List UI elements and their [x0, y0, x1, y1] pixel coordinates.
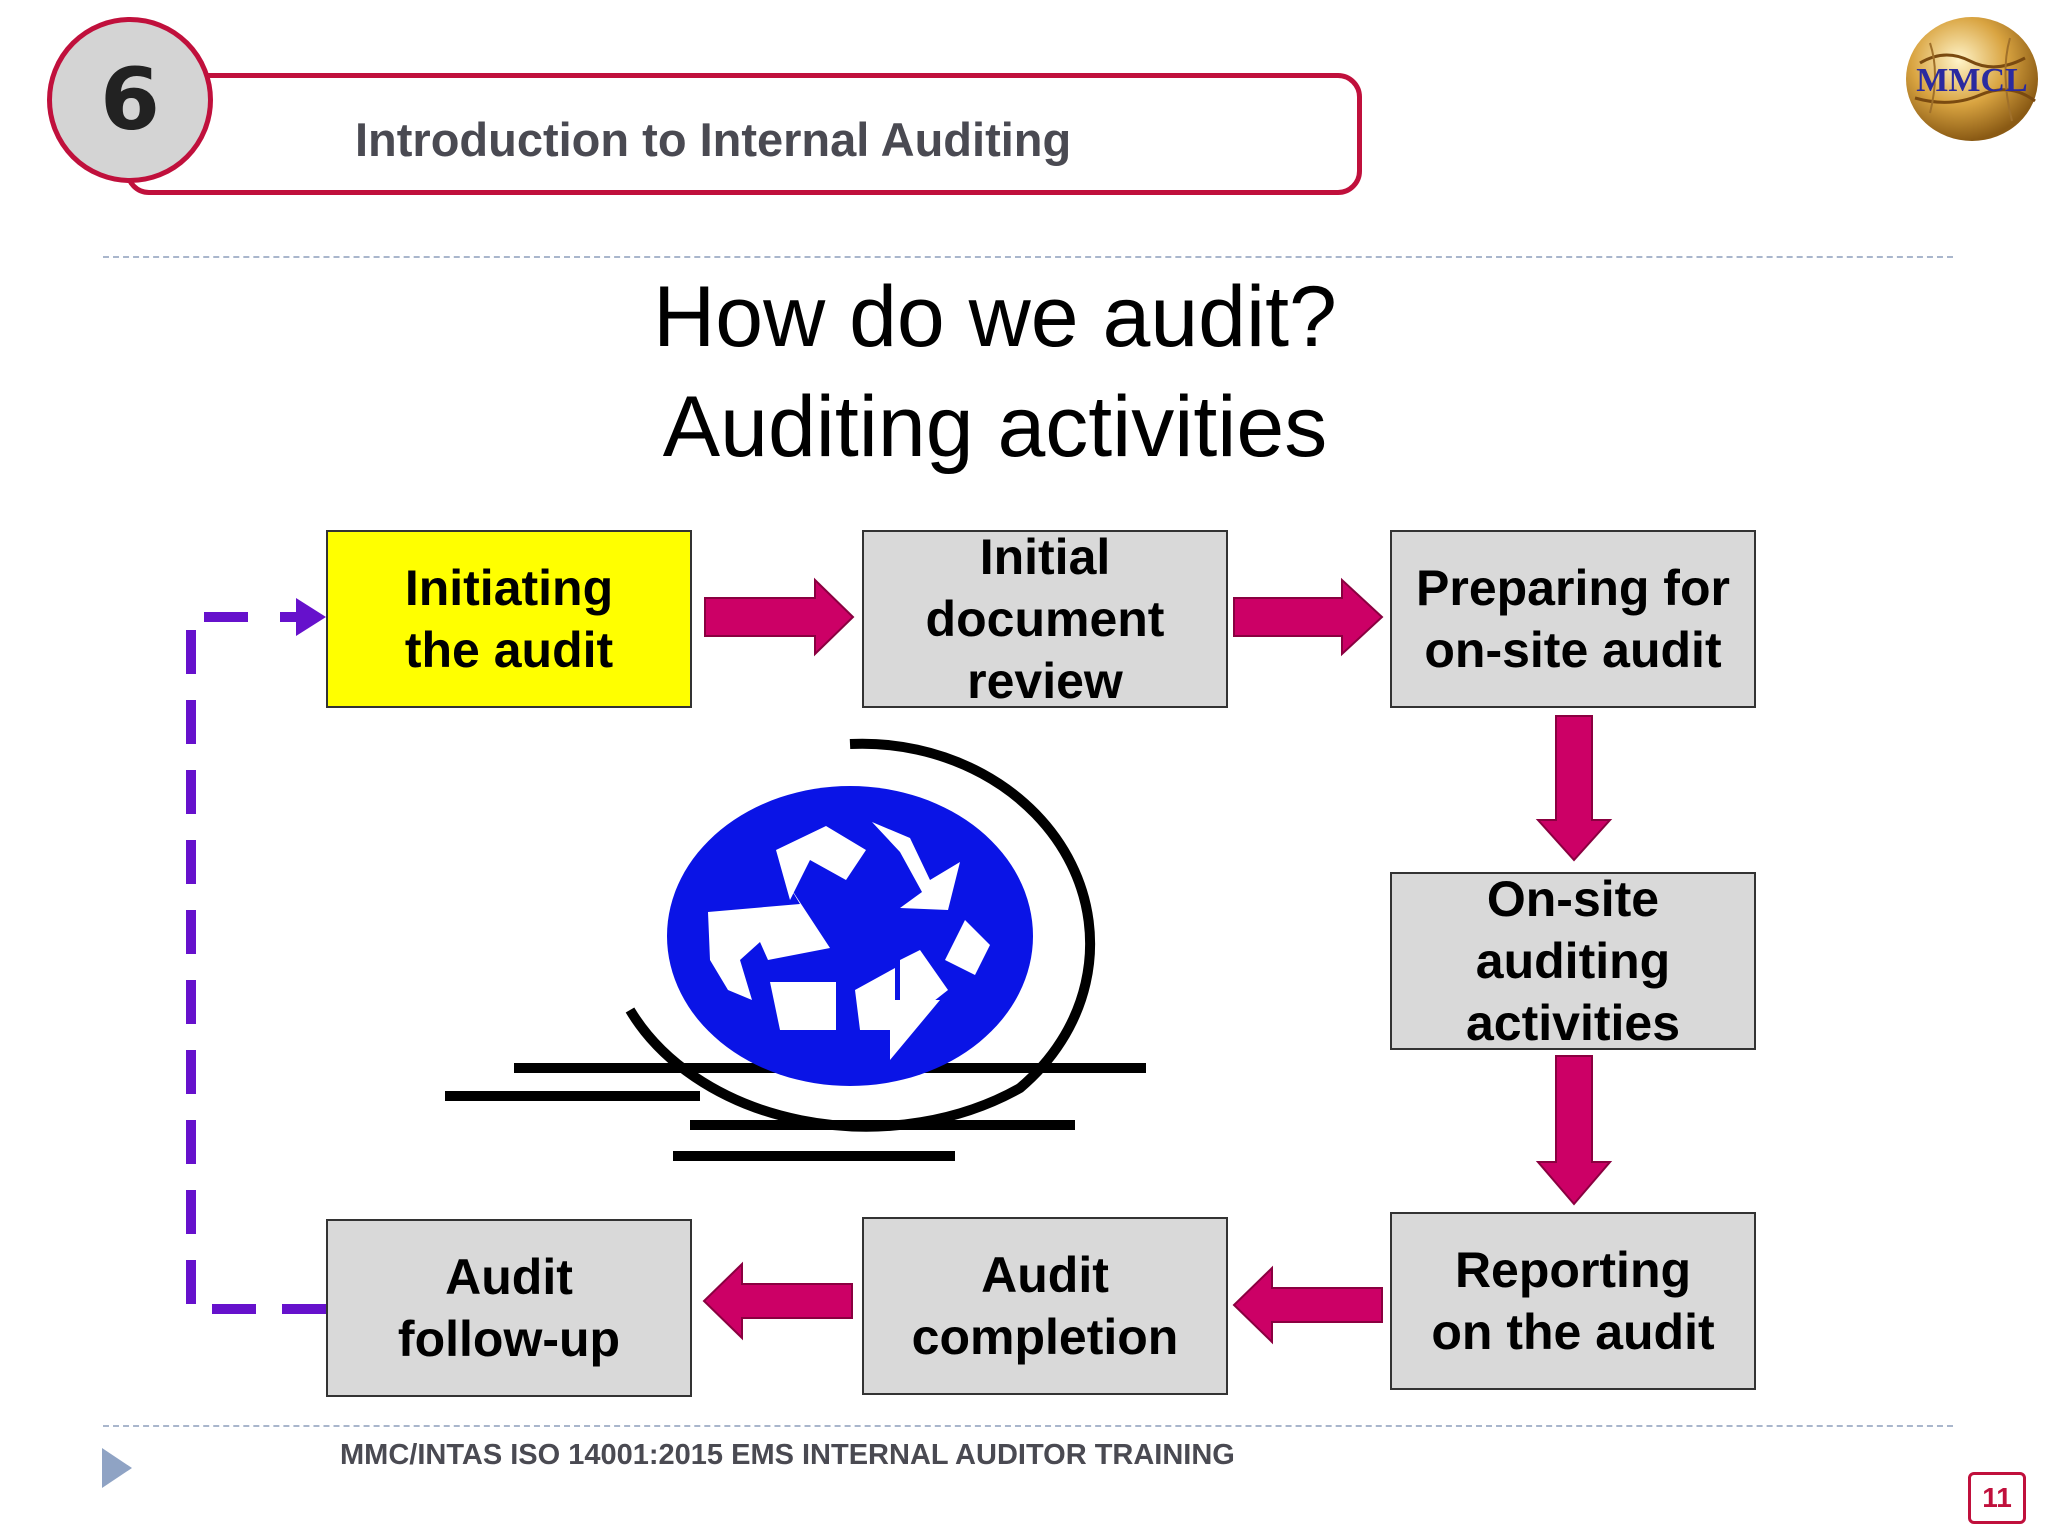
logo-text: MMCL: [1916, 62, 2027, 99]
arrow-onsite-to-reporting: [1535, 1055, 1613, 1206]
step-label: Reporting on the audit: [1431, 1242, 1715, 1360]
slide-title-line-1: How do we audit?: [653, 269, 1337, 365]
step-reporting-on-the-audit: Reporting on the audit: [1390, 1212, 1756, 1390]
header-title: Introduction to Internal Auditing: [355, 113, 1072, 166]
page-number: 11: [1982, 1482, 2012, 1513]
section-number-badge: 6: [47, 17, 213, 183]
feedback-arrowhead: [296, 598, 326, 636]
step-initial-document-review: Initial document review: [862, 529, 1228, 709]
step-label: Initial document review: [925, 529, 1165, 709]
step-audit-follow-up: Audit follow-up: [326, 1219, 692, 1397]
footer-divider: [103, 1425, 1953, 1427]
arrow-reporting-to-completion: [1232, 1265, 1383, 1345]
step-initiating-the-audit: Initiating the audit: [326, 530, 692, 708]
page-number-badge: 11: [1968, 1472, 2026, 1524]
step-on-site-auditing-activities: On-site auditing activities: [1390, 871, 1756, 1051]
section-number: 6: [100, 50, 160, 150]
arrow-preparing-to-onsite: [1535, 715, 1613, 862]
arrow-initiating-to-doc-review: [704, 577, 855, 657]
step-label: On-site auditing activities: [1465, 871, 1680, 1051]
header-divider: [103, 256, 1953, 258]
slide-title: How do we audit? Auditing activities: [490, 262, 1500, 482]
header-banner: [125, 73, 1362, 195]
arrow-completion-to-followup: [702, 1261, 853, 1341]
step-preparing-for-on-site-audit: Preparing for on-site audit: [1390, 530, 1756, 708]
arrow-doc-review-to-preparing: [1233, 577, 1384, 657]
step-label: Audit completion: [911, 1247, 1179, 1365]
feedback-arrow-stub: [280, 612, 298, 622]
footer-text: MMC/INTAS ISO 14001:2015 EMS INTERNAL AU…: [340, 1439, 1235, 1471]
step-label: Initiating the audit: [404, 560, 614, 678]
step-label: Audit follow-up: [397, 1249, 621, 1367]
step-label: Preparing for on-site audit: [1416, 560, 1730, 678]
recycle-globe-icon: [445, 738, 1146, 1161]
slide-title-line-2: Auditing activities: [662, 379, 1328, 475]
next-slide-triangle-icon[interactable]: [100, 1446, 134, 1490]
step-audit-completion: Audit completion: [862, 1217, 1228, 1395]
mmcl-globe-logo-icon: MMCL: [1906, 17, 2038, 141]
feedback-loop-connector: [186, 612, 326, 1314]
